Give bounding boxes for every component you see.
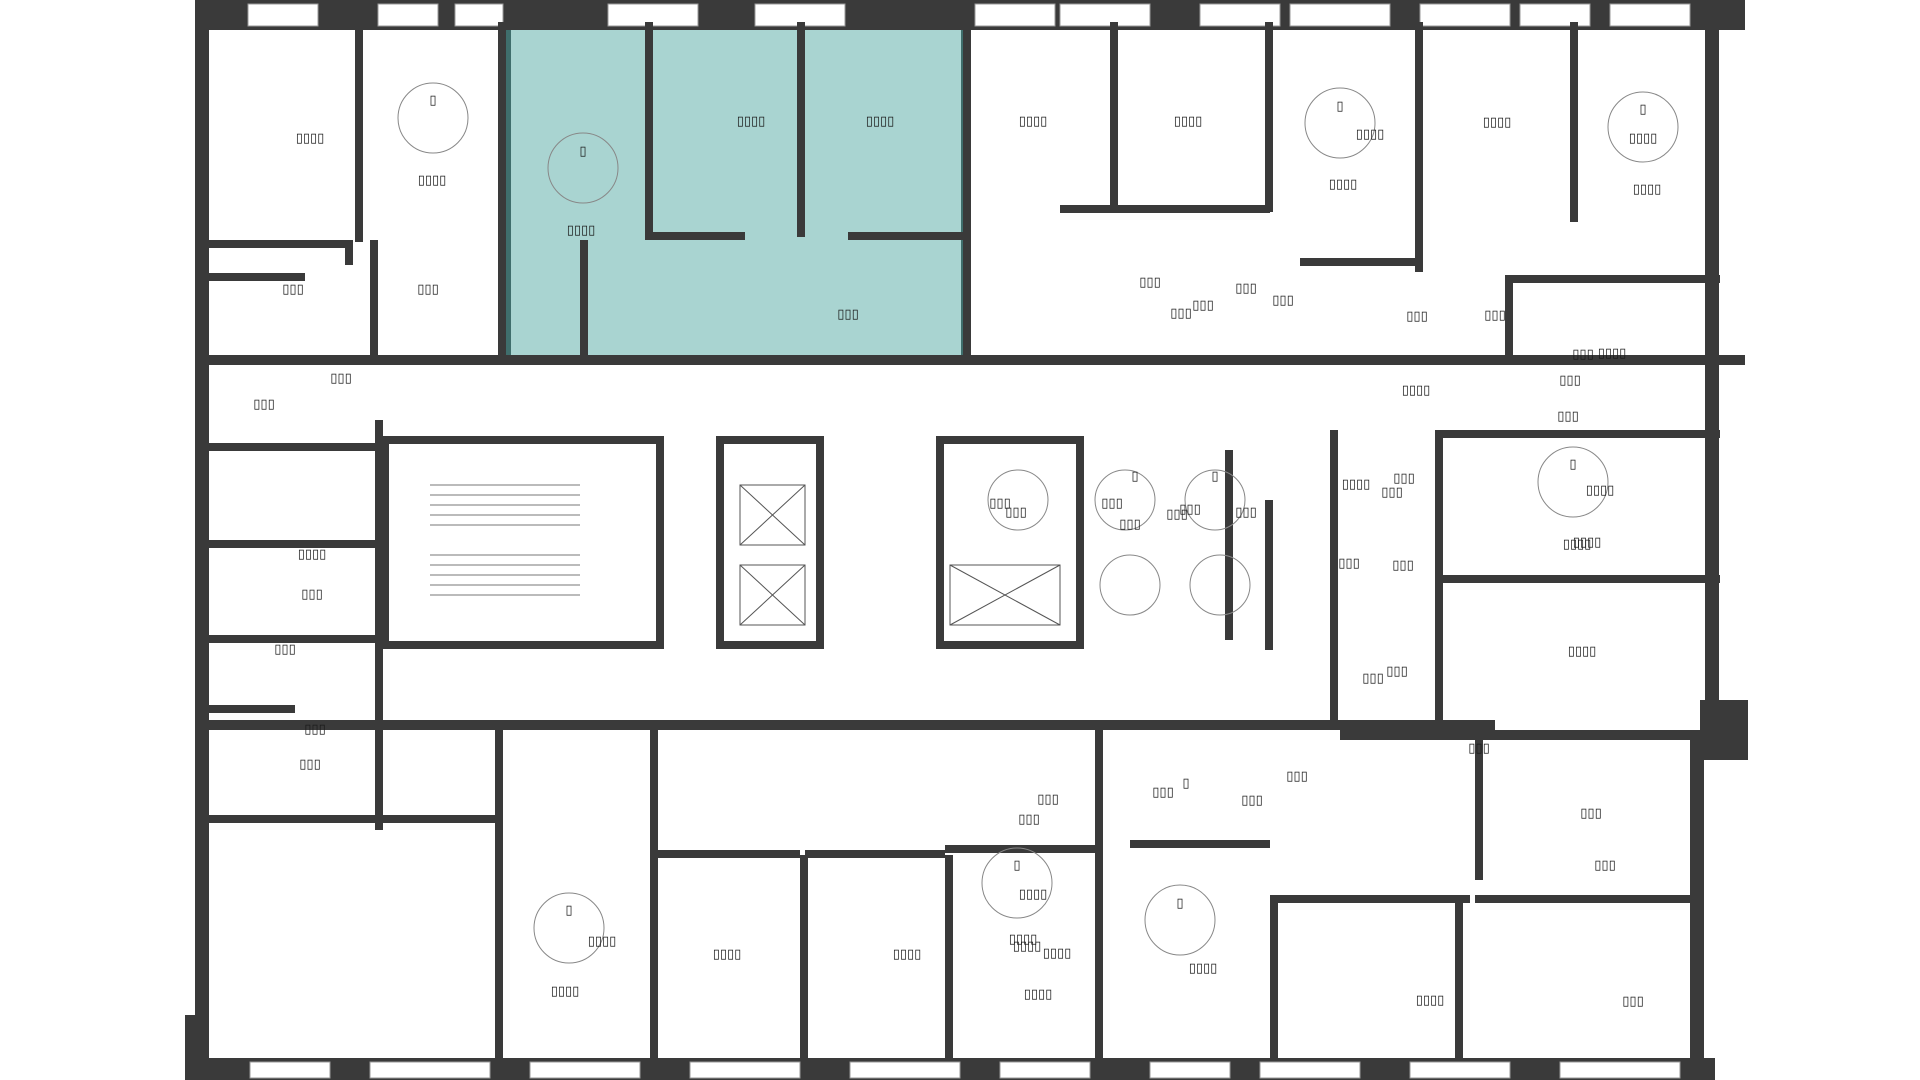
room-label: ▯▯▯▯: [1598, 346, 1627, 361]
room-label: ▯▯▯: [1468, 741, 1489, 756]
room-label: ▯▯▯▯: [551, 984, 580, 999]
room-label: ▯▯▯: [1139, 275, 1160, 290]
room-label: ▯▯▯▯: [737, 114, 766, 129]
core: [381, 436, 1084, 649]
room-label: ▯▯▯▯: [1416, 993, 1445, 1008]
room-label: ▯: [1182, 776, 1189, 791]
room-label: ▯▯▯▯: [298, 547, 327, 562]
room-label: ▯▯▯: [301, 587, 322, 602]
room-label: ▯▯▯: [1005, 505, 1026, 520]
room-label: ▯▯▯: [1192, 298, 1213, 313]
room-label: ▯▯▯: [1594, 858, 1615, 873]
room-label: ▯▯▯: [1272, 293, 1293, 308]
room-label: ▯▯▯: [1170, 306, 1191, 321]
room-label: ▯▯▯▯: [296, 131, 325, 146]
room-label: ▯▯▯: [1119, 517, 1140, 532]
room-label: ▯▯▯: [417, 282, 438, 297]
room-label: ▯▯▯: [837, 307, 858, 322]
room-label: ▯▯▯: [1572, 347, 1593, 362]
room-label: ▯▯▯▯: [1586, 483, 1615, 498]
room-label: ▯▯▯: [1381, 485, 1402, 500]
room-label: ▯▯▯▯: [1174, 114, 1203, 129]
room-label: ▯▯▯▯: [1189, 961, 1218, 976]
room-label: ▯▯▯: [1101, 496, 1122, 511]
room-label: ▯▯▯: [1235, 281, 1256, 296]
room-label: ▯▯▯▯: [1402, 383, 1431, 398]
table-label: ▯: [1013, 858, 1020, 873]
room-label: ▯▯▯: [1179, 502, 1200, 517]
room-label: ▯▯▯: [1392, 558, 1413, 573]
room-label: ▯▯▯: [1484, 308, 1505, 323]
room-label: ▯▯▯▯: [1629, 131, 1658, 146]
room-label: ▯▯▯: [1622, 994, 1643, 1009]
room-label: ▯▯▯▯: [1633, 182, 1662, 197]
room-label: ▯▯▯▯: [1329, 177, 1358, 192]
room-label: ▯▯▯: [1559, 373, 1580, 388]
room-label: ▯▯▯▯: [1342, 477, 1371, 492]
room-label: ▯▯▯: [1037, 792, 1058, 807]
round-tables: [397, 82, 1679, 964]
room-label: ▯▯▯: [1580, 806, 1601, 821]
table-label: ▯: [1131, 469, 1138, 484]
highlighted-apartment[interactable]: [505, 19, 967, 363]
room-label: ▯▯▯: [282, 282, 303, 297]
room-label: ▯▯▯▯: [1019, 114, 1048, 129]
room-label: ▯▯▯: [1386, 664, 1407, 679]
windows: [247, 3, 1691, 1079]
room-label: ▯▯▯: [1152, 785, 1173, 800]
room-label: ▯▯▯: [1393, 471, 1414, 486]
room-label: ▯▯▯▯: [1009, 932, 1038, 947]
room-label: ▯▯▯: [1018, 812, 1039, 827]
table-label: ▯: [565, 903, 572, 918]
room-label: ▯▯▯: [1362, 671, 1383, 686]
room-label: ▯▯▯▯: [1043, 946, 1072, 961]
room-label: ▯▯▯▯: [567, 223, 596, 238]
table-label: ▯: [579, 144, 586, 159]
room-label: ▯▯▯: [330, 371, 351, 386]
room-label: ▯▯▯▯: [1573, 535, 1602, 550]
table-label: ▯: [1336, 99, 1343, 114]
room-label: ▯▯▯▯: [1483, 115, 1512, 130]
table-label: ▯: [429, 93, 436, 108]
room-label: ▯▯▯: [253, 397, 274, 412]
room-label: ▯▯▯▯: [1019, 887, 1048, 902]
table-label: ▯: [1569, 457, 1576, 472]
room-label: ▯▯▯: [304, 722, 325, 737]
room-label: ▯▯▯: [1286, 769, 1307, 784]
room-label: ▯▯▯: [1241, 793, 1262, 808]
table-label: ▯: [1211, 469, 1218, 484]
room-label: ▯▯▯: [1166, 507, 1187, 522]
room-label: ▯▯▯: [989, 496, 1010, 511]
room-label: ▯▯▯▯: [1024, 987, 1053, 1002]
room-label: ▯▯▯▯: [1563, 537, 1592, 552]
room-label: ▯▯▯: [1557, 409, 1578, 424]
room-label: ▯▯▯: [1406, 309, 1427, 324]
room-labels: ▯▯▯▯▯▯▯▯▯▯▯▯▯▯▯▯▯▯▯▯▯▯▯▯▯▯▯▯▯▯▯▯▯▯▯▯▯▯▯▯…: [253, 93, 1661, 1009]
room-label: ▯▯▯▯: [713, 947, 742, 962]
room-label: ▯▯▯: [274, 642, 295, 657]
room-label: ▯▯▯▯: [1356, 127, 1385, 142]
room-label: ▯▯▯: [1235, 505, 1256, 520]
room-label: ▯▯▯▯: [1013, 939, 1042, 954]
room-label: ▯▯▯▯: [588, 934, 617, 949]
room-label: ▯▯▯▯: [418, 173, 447, 188]
interior-walls: [195, 22, 1745, 1060]
room-label: ▯▯▯: [299, 757, 320, 772]
room-label: ▯▯▯: [1338, 556, 1359, 571]
table-label: ▯: [1176, 896, 1183, 911]
table-label: ▯: [1639, 102, 1646, 117]
room-label: ▯▯▯▯: [893, 947, 922, 962]
room-label: ▯▯▯▯: [866, 114, 895, 129]
room-label: ▯▯▯▯: [1568, 644, 1597, 659]
